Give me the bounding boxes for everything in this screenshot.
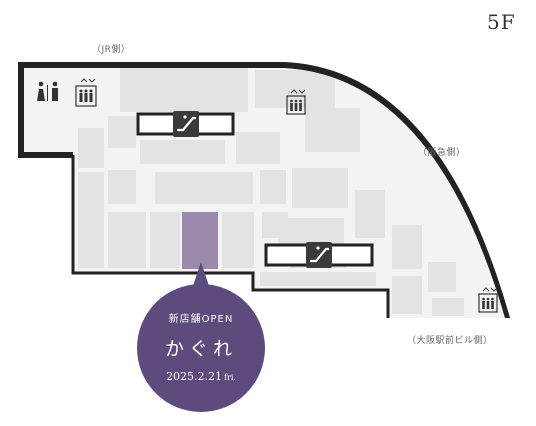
floor-label: 5F bbox=[487, 10, 516, 34]
shop-block[interactable] bbox=[305, 108, 360, 152]
shop-block[interactable] bbox=[108, 116, 136, 148]
restroom-icon[interactable] bbox=[37, 81, 58, 101]
elevator-icon[interactable] bbox=[478, 287, 498, 313]
shop-block[interactable] bbox=[222, 212, 254, 268]
badge-heading: 新店舗OPEN bbox=[168, 314, 234, 325]
shop-block[interactable] bbox=[278, 218, 344, 244]
shop-block[interactable] bbox=[355, 190, 385, 238]
floor-outline-inner bbox=[71, 155, 390, 318]
direction-label-osaka-ekimae: （大阪駅前ビル側） bbox=[407, 336, 493, 346]
shop-block[interactable] bbox=[255, 70, 335, 108]
elevator-icon[interactable] bbox=[75, 78, 97, 107]
shop-block[interactable] bbox=[150, 212, 180, 268]
shop-block[interactable] bbox=[292, 168, 348, 208]
escalator-1[interactable] bbox=[136, 111, 235, 137]
shop-block[interactable] bbox=[392, 276, 422, 314]
shop-blocks bbox=[78, 66, 464, 316]
highlighted-store[interactable] bbox=[182, 212, 218, 269]
shop-block[interactable] bbox=[155, 172, 253, 204]
store-name: かぐれ bbox=[164, 338, 237, 360]
elevator-icon[interactable] bbox=[286, 89, 306, 115]
direction-label-jr: （JR側） bbox=[92, 45, 131, 55]
escalator-2[interactable] bbox=[264, 242, 374, 268]
shop-block[interactable] bbox=[120, 66, 248, 112]
shop-block[interactable] bbox=[432, 298, 464, 316]
shop-block[interactable] bbox=[260, 170, 286, 204]
shop-block[interactable] bbox=[108, 170, 136, 204]
shop-block[interactable] bbox=[392, 225, 422, 269]
badge-pointer bbox=[193, 262, 209, 286]
shop-block[interactable] bbox=[140, 140, 225, 164]
direction-label-hankyu: （阪急側） bbox=[418, 148, 466, 158]
shop-block[interactable] bbox=[260, 272, 376, 286]
escalator-icon bbox=[306, 242, 332, 268]
shop-block[interactable] bbox=[428, 262, 456, 292]
opening-date: 2025.2.21 bbox=[166, 370, 223, 383]
shop-block[interactable] bbox=[78, 128, 104, 168]
escalator-icon bbox=[173, 111, 199, 137]
opening-day: fri. bbox=[224, 373, 236, 382]
shop-block[interactable] bbox=[236, 132, 280, 164]
shop-block[interactable] bbox=[108, 212, 146, 268]
shop-block[interactable] bbox=[78, 172, 104, 268]
